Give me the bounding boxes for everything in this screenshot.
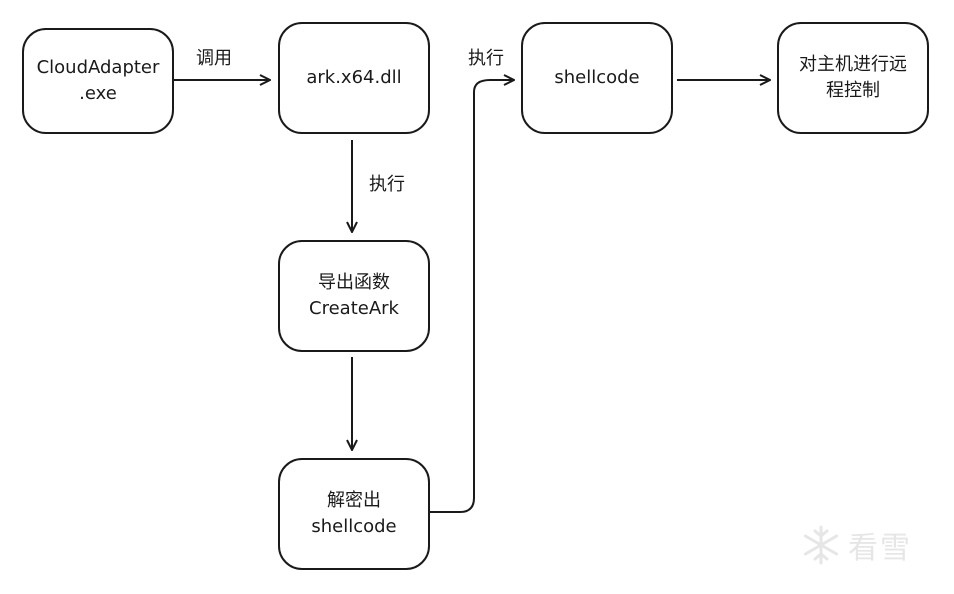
node-cloudadapter-line1: CloudAdapter	[36, 57, 160, 78]
edge-label-exec-down: 执行	[367, 174, 407, 196]
edge-label-exec-right: 执行	[466, 48, 506, 70]
node-remote-line2: 程控制	[826, 80, 880, 101]
node-cloudadapter-line2: .exe	[79, 83, 117, 104]
node-decrypt-shellcode: 解密出 shellcode	[278, 458, 430, 570]
arrow-decrypt-to-shellcode	[429, 80, 514, 513]
node-export-function-line1: 导出函数	[317, 272, 390, 293]
node-export-function: 导出函数 CreateArk	[278, 240, 430, 352]
snowflake-icon	[803, 525, 839, 565]
node-decrypt-line1: 解密出	[327, 490, 381, 511]
watermark: 看雪	[800, 520, 940, 570]
watermark-text: 看雪	[848, 531, 912, 566]
node-remote-line1: 对主机进行远	[799, 54, 907, 75]
node-shellcode-line1: shellcode	[554, 67, 640, 88]
node-remote-control: 对主机进行远 程控制	[777, 22, 929, 134]
node-export-function-line2: CreateArk	[309, 298, 399, 319]
edge-label-call: 调用	[194, 48, 234, 70]
node-arkdll-line1: ark.x64.dll	[306, 67, 402, 88]
node-cloudadapter: CloudAdapter .exe	[22, 28, 174, 134]
node-decrypt-line2: shellcode	[311, 516, 397, 537]
node-arkdll: ark.x64.dll	[278, 22, 430, 134]
node-shellcode: shellcode	[521, 22, 673, 134]
